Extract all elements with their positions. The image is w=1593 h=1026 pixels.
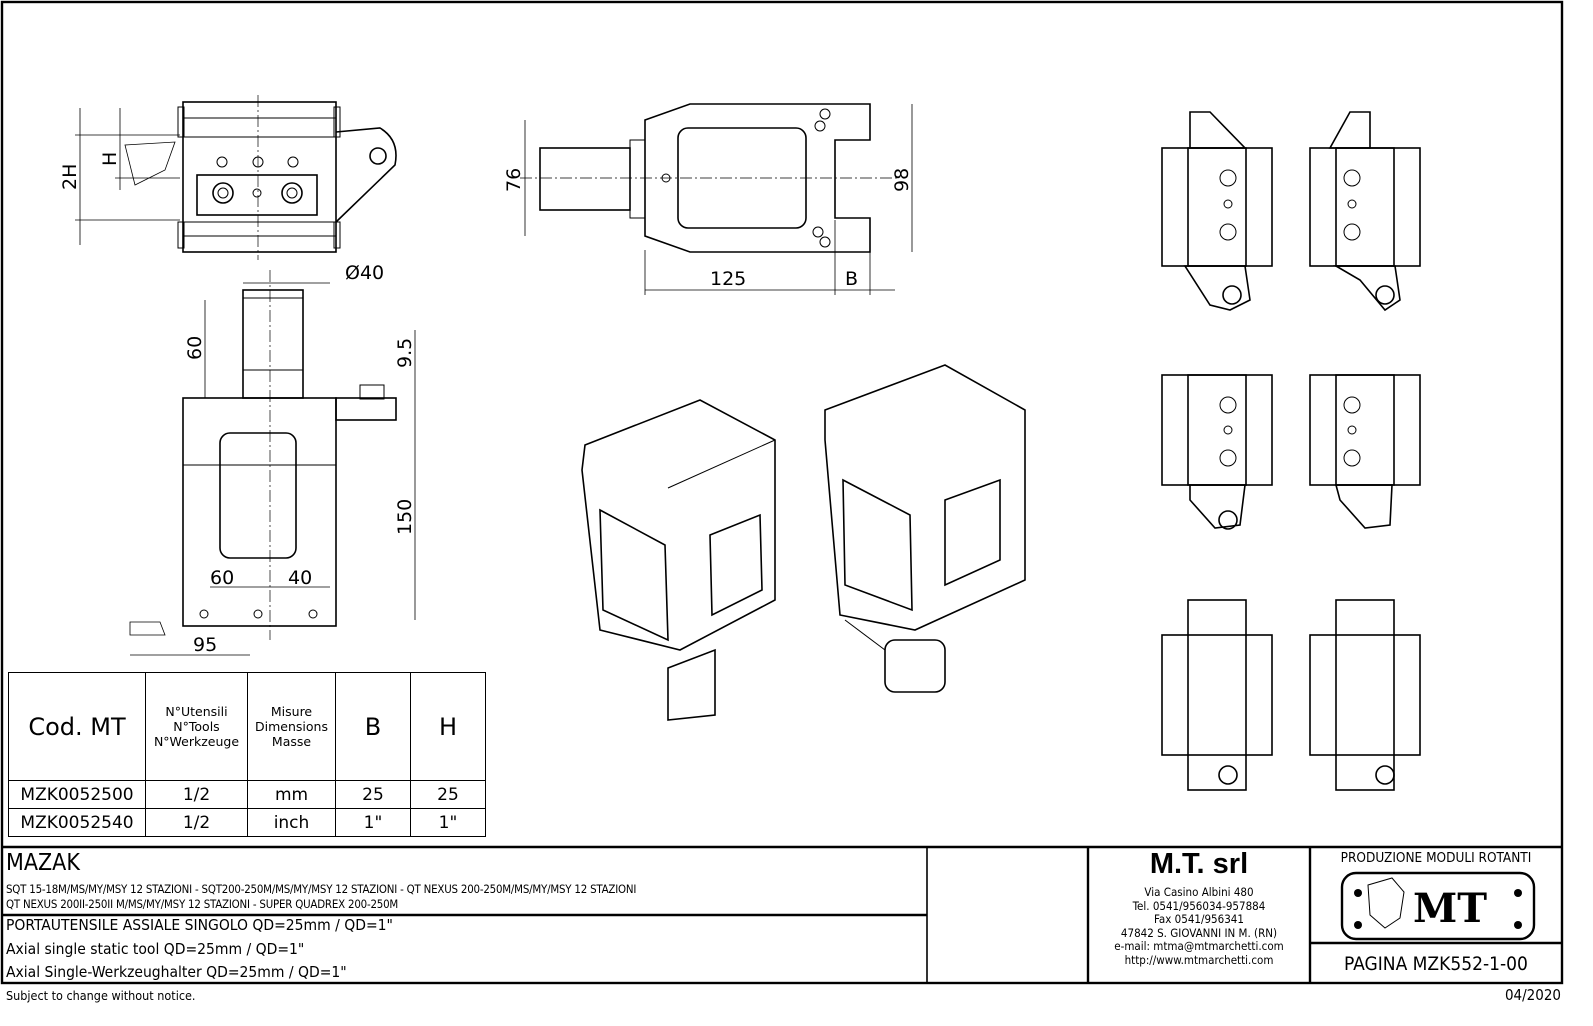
page-number: PAGINA MZK552-1-00 [1344,953,1528,975]
cell-tools: 1/2 [145,808,248,837]
dim-60: 60 [210,567,234,589]
mt-logo: MT [1340,871,1536,941]
cell-h: 1" [410,808,486,837]
brand-title: MAZAK [6,850,80,876]
company-city: 47842 S. GIOVANNI IN M. (RN) [1120,925,1278,940]
front-view-top-left: 2H H [59,95,397,260]
dim-40: 40 [288,567,312,589]
title-block-lines [2,845,1562,983]
header-dim-en: Dimensions [255,719,328,734]
header-tools: N°Utensili N°Tools N°Werkzeuge [145,672,248,781]
dim-95: 95 [193,634,217,656]
header-tools-de: N°Werkzeuge [153,734,240,749]
dim-9-5: 9.5 [394,338,416,368]
dim-125: 125 [710,268,746,290]
isometric-view-2 [824,364,1026,693]
revision-date: 04/2020 [1504,986,1561,1004]
company-name: M.T. srl [1149,848,1249,880]
dim-60-vertical: 60 [184,336,206,360]
top-view-center: 76 98 125 B [503,103,913,295]
company-fax: Fax 0541/956341 [1154,912,1244,926]
dim-h: H [99,152,121,166]
table-row: MZK0052500 1/2 mm 25 25 [8,780,486,809]
spec-table: Cod. MT N°Utensili N°Tools N°Werkzeuge M… [8,672,486,837]
description-en: Axial single static tool QD=25mm / QD=1" [6,940,305,958]
header-tools-it: N°Utensili [165,704,228,719]
dim-76: 76 [503,168,525,192]
cell-b: 1" [335,808,411,837]
cell-code: MZK0052540 [8,808,146,837]
table-row: MZK0052540 1/2 inch 1" 1" [8,808,486,837]
company-email[interactable]: e-mail: mtma@mtmarchetti.com [1114,939,1284,953]
change-notice: Subject to change without notice. [6,988,196,1003]
cell-b: 25 [335,780,411,809]
dim-150: 150 [394,499,416,535]
cell-code: MZK0052500 [8,780,146,809]
cell-h: 25 [410,780,486,809]
header-dimensions: Misure Dimensions Masse [247,672,336,781]
header-dim-de: Masse [271,734,312,749]
machines-line-1: SQT 15-18M/MS/MY/MSY 12 STAZIONI - SQT20… [6,882,637,896]
company-tel: Tel. 0541/956034-957884 [1132,898,1266,913]
drawing-frame [0,0,1564,985]
cell-units: inch [247,808,336,837]
cell-units: mm [247,780,336,809]
company-website[interactable]: http://www.mtmarchetti.com [1124,952,1274,967]
dim-2h: 2H [59,164,81,190]
production-label: PRODUZIONE MODULI ROTANTI [1340,850,1532,866]
cell-tools: 1/2 [145,780,248,809]
description-de: Axial Single-Werkzeughalter QD=25mm / QD… [6,963,347,981]
header-code: Cod. MT [8,672,146,781]
configuration-views [1161,111,1421,791]
header-b: B [335,672,411,781]
header-dim-it: Misure [270,704,313,719]
description-it: PORTAUTENSILE ASSIALE SINGOLO QD=25mm / … [6,916,393,934]
dim-98: 98 [891,168,913,192]
isometric-view-1 [581,399,776,721]
logo-text: MT [1413,885,1487,932]
side-view-left: Ø40 60 9.5 150 60 40 95 [129,262,416,656]
machines-line-2: QT NEXUS 200II-250II M/MS/MY/MSY 12 STAZ… [6,897,399,911]
company-info: Via Casino Albini 480 Tel. 0541/956034-9… [1088,885,1310,967]
dim-b: B [845,268,858,290]
header-h: H [410,672,486,781]
dim-diameter-40: Ø40 [345,262,384,284]
header-tools-en: N°Tools [173,719,220,734]
company-address: Via Casino Albini 480 [1144,885,1254,899]
